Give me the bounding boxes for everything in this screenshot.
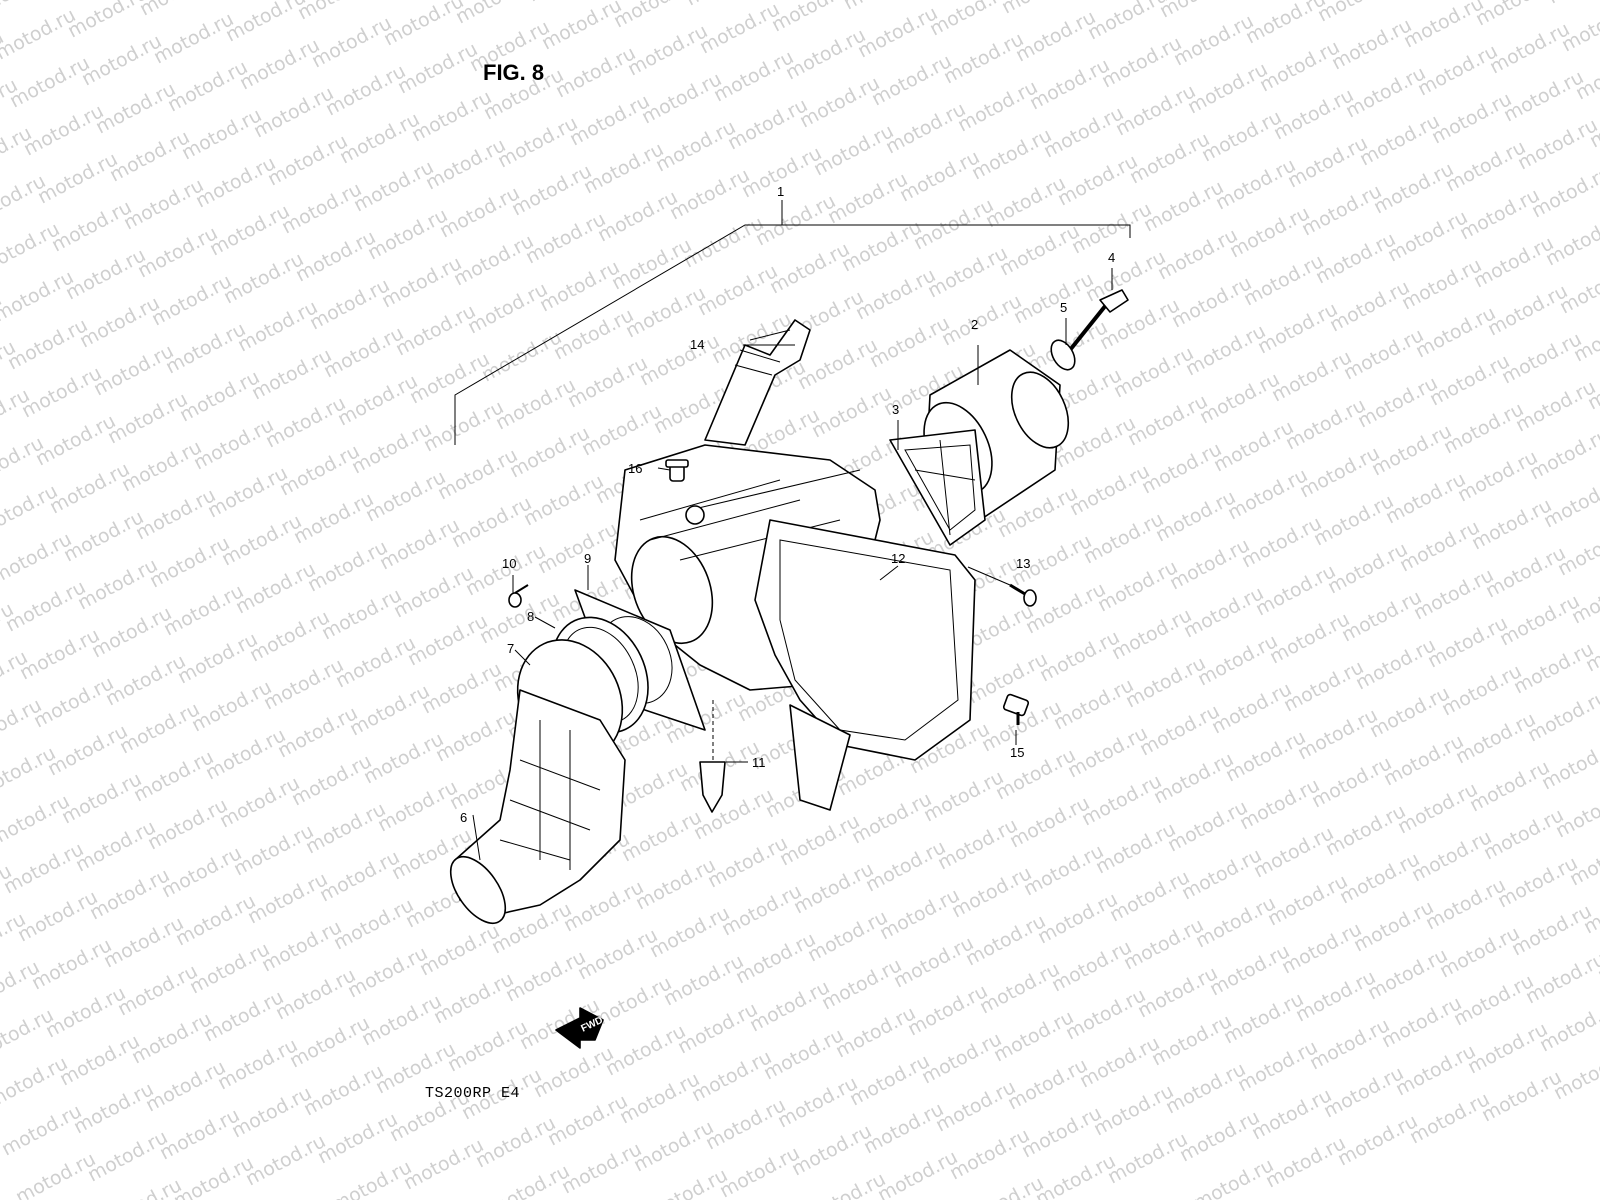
part-13-screw bbox=[1009, 583, 1037, 607]
callout-4: 4 bbox=[1108, 250, 1115, 265]
part-12-cover bbox=[754, 519, 976, 811]
callout-labels: 1 2 3 4 5 6 7 8 9 10 11 12 13 14 15 16 bbox=[460, 184, 1115, 825]
callout-6: 6 bbox=[460, 810, 467, 825]
callout-11: 11 bbox=[752, 755, 766, 770]
callout-14: 14 bbox=[690, 337, 704, 352]
part-5-washer bbox=[1050, 339, 1076, 371]
callout-5: 5 bbox=[1060, 300, 1067, 315]
callout-7: 7 bbox=[507, 641, 514, 656]
callout-2: 2 bbox=[971, 317, 978, 332]
callout-15: 15 bbox=[1010, 745, 1024, 760]
part-4-wing-bolt bbox=[1068, 289, 1129, 352]
callout-9: 9 bbox=[584, 551, 591, 566]
part-11-drain-cap bbox=[699, 700, 726, 813]
part-6-intake-boot bbox=[449, 689, 626, 924]
part-16-bolt bbox=[665, 459, 689, 482]
callout-8: 8 bbox=[527, 609, 534, 624]
callout-16: 16 bbox=[628, 461, 642, 476]
callout-13: 13 bbox=[1016, 556, 1030, 571]
callout-1: 1 bbox=[777, 184, 784, 199]
callout-12: 12 bbox=[891, 551, 905, 566]
figure-title: FIG. 8 bbox=[483, 60, 545, 85]
callout-10: 10 bbox=[502, 556, 516, 571]
part-15-bolt bbox=[1002, 693, 1030, 725]
fwd-arrow-icon: FWD bbox=[555, 1007, 605, 1049]
part-14-intake-snorkel bbox=[704, 319, 811, 446]
assembly-bracket bbox=[454, 200, 1131, 445]
part-10-screw bbox=[508, 584, 529, 608]
leader-lines bbox=[472, 268, 1113, 861]
callout-3: 3 bbox=[892, 402, 899, 417]
model-code: TS200RP E4 bbox=[425, 1085, 521, 1102]
part-3-filter-cage bbox=[889, 429, 986, 546]
